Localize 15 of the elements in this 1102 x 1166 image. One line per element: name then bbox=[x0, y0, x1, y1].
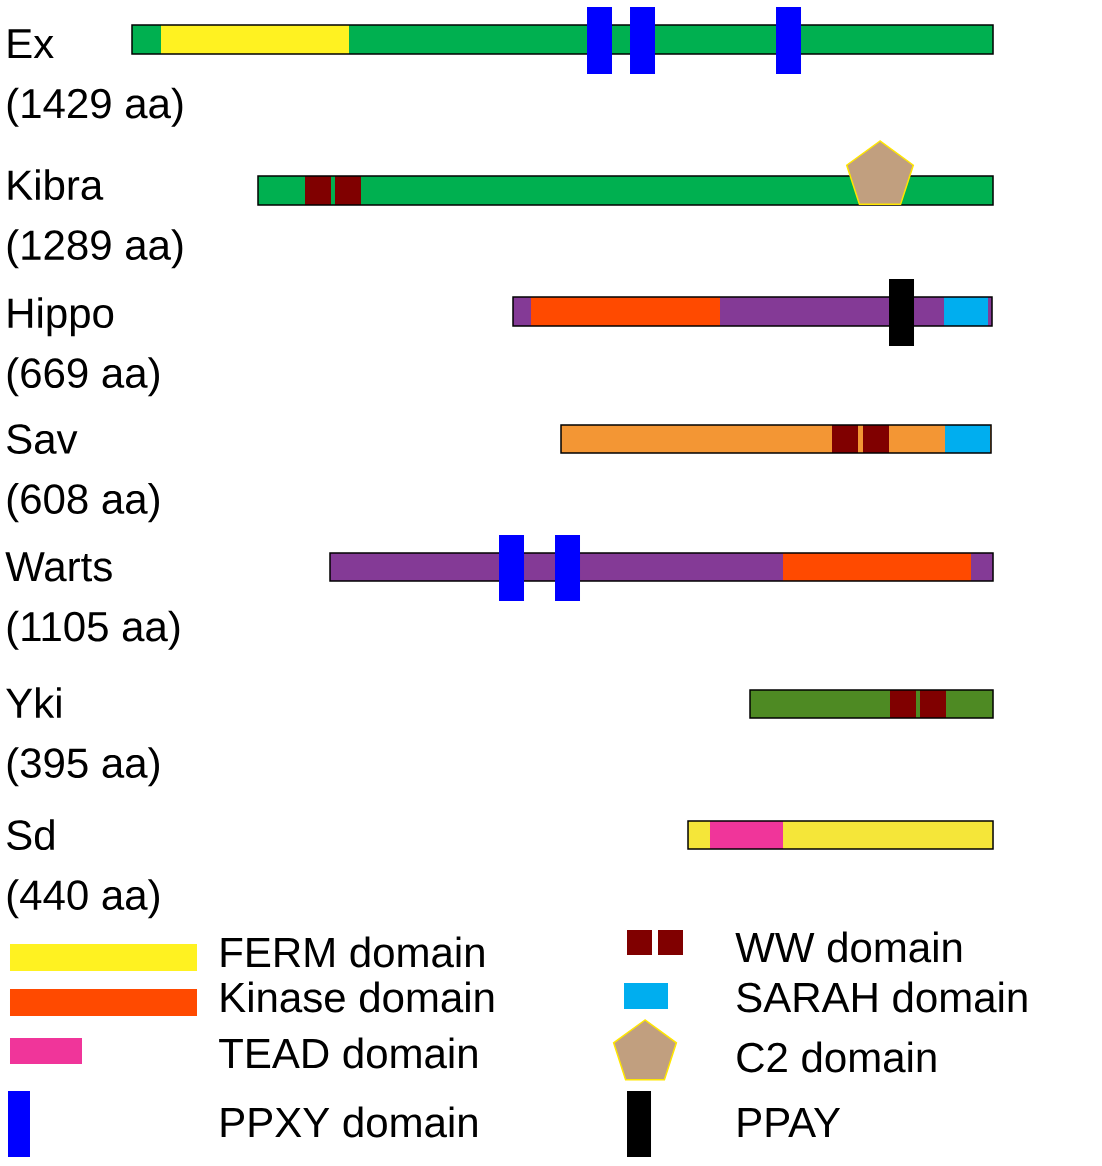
legend-label: TEAD domain bbox=[219, 1037, 477, 1069]
legend-label: PPAY bbox=[738, 1108, 841, 1137]
protein-label: Yki (395 aa) bbox=[6, 687, 159, 787]
legend-label: PPXY domain bbox=[221, 1106, 477, 1138]
protein-label: Warts (1105 aa) bbox=[5, 552, 180, 650]
legend-label: C2 domain bbox=[737, 1041, 936, 1073]
protein-label: Sd (440 aa) bbox=[7, 819, 159, 919]
legend-label: Kinase domain bbox=[221, 981, 494, 1013]
protein-label: Ex (1429 aa) bbox=[7, 29, 183, 127]
protein-label: Kibra (1289 aa) bbox=[7, 169, 183, 269]
protein-label: Sav (608 aa) bbox=[7, 424, 159, 523]
legend-label: FERM domain bbox=[221, 936, 484, 968]
legend-label: SARAH domain bbox=[737, 981, 1027, 1013]
legend-label: WW domain bbox=[735, 931, 962, 963]
protein-label: Hippo (669 aa) bbox=[7, 297, 159, 397]
